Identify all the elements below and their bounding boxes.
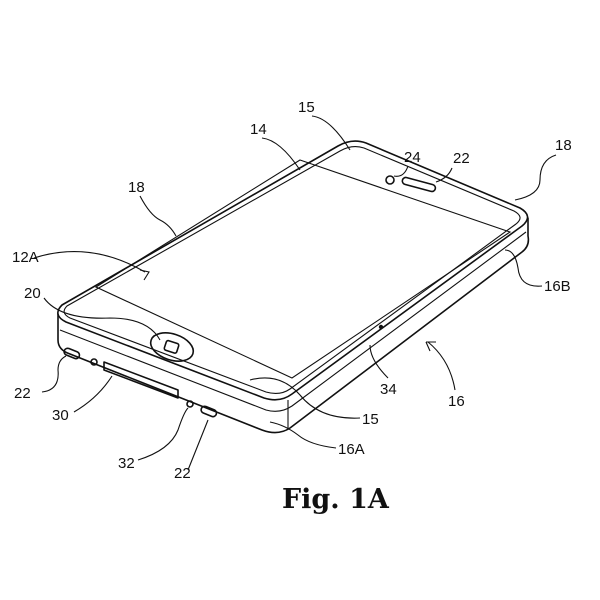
label-30: 30 xyxy=(52,407,69,424)
phone-side-front xyxy=(57,217,530,434)
speaker-grille-left xyxy=(63,347,81,360)
label-15-top: 15 xyxy=(298,99,315,116)
label-14: 14 xyxy=(250,121,267,138)
top-face-outline xyxy=(57,140,529,401)
display-screen xyxy=(94,159,512,379)
label-34: 34 xyxy=(380,381,397,398)
label-24: 24 xyxy=(404,149,421,166)
side-band xyxy=(59,231,527,412)
label-22-top: 22 xyxy=(453,150,470,167)
home-button xyxy=(149,332,195,362)
figure-caption: Fig. 1A xyxy=(282,484,390,515)
home-button-icon xyxy=(163,339,180,354)
microphone-hole xyxy=(186,400,194,408)
label-16A: 16A xyxy=(338,441,365,458)
label-16: 16 xyxy=(448,393,465,410)
leader-lines xyxy=(33,115,557,471)
label-16B: 16B xyxy=(544,278,571,295)
label-20: 20 xyxy=(24,285,41,302)
bottom-hole-left xyxy=(90,358,98,366)
label-12A: 12A xyxy=(12,249,39,266)
reference-labels: 15 24 22 18 14 18 12A 20 16B 22 30 32 22… xyxy=(12,99,572,515)
front-camera xyxy=(385,175,395,185)
side-dot xyxy=(378,324,384,330)
top-face-bevel xyxy=(63,145,521,395)
speaker-grille-right xyxy=(200,405,218,418)
phone-body xyxy=(57,140,530,434)
label-22-bottom: 22 xyxy=(174,465,191,482)
label-32: 32 xyxy=(118,455,135,472)
label-15-bottom: 15 xyxy=(362,411,379,428)
earpiece-speaker xyxy=(401,176,437,193)
label-18-left: 18 xyxy=(128,179,145,196)
label-18-right: 18 xyxy=(555,137,572,154)
label-22-left: 22 xyxy=(14,385,31,402)
dock-connector xyxy=(103,361,179,399)
